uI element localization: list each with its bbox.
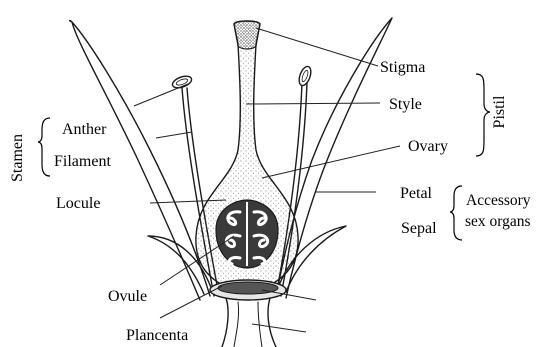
label-ovary: Ovary [408, 138, 448, 155]
label-accessory-line1: Accessory [466, 192, 531, 209]
label-stamen: Stamen [9, 134, 26, 182]
label-petal: Petal [400, 185, 433, 202]
label-ovule: Ovule [108, 288, 147, 305]
label-style: Style [389, 96, 422, 113]
label-sepal: Sepal [401, 220, 437, 237]
label-pistil: Pistil [491, 95, 508, 128]
label-accessory-line2: sex organs [465, 213, 531, 230]
label-anther: Anther [62, 121, 107, 138]
label-stigma: Stigma [380, 59, 425, 76]
stamen-brace [38, 118, 50, 176]
stigma [234, 21, 260, 49]
accessory-brace [450, 186, 462, 240]
left-anther [171, 74, 193, 90]
right-anther [297, 65, 313, 87]
pedicel [222, 298, 276, 347]
label-filament: Filament [54, 153, 111, 170]
label-placenta: Plancenta [126, 327, 188, 344]
pistil-brace [476, 74, 490, 156]
label-locule: Locule [56, 195, 100, 212]
